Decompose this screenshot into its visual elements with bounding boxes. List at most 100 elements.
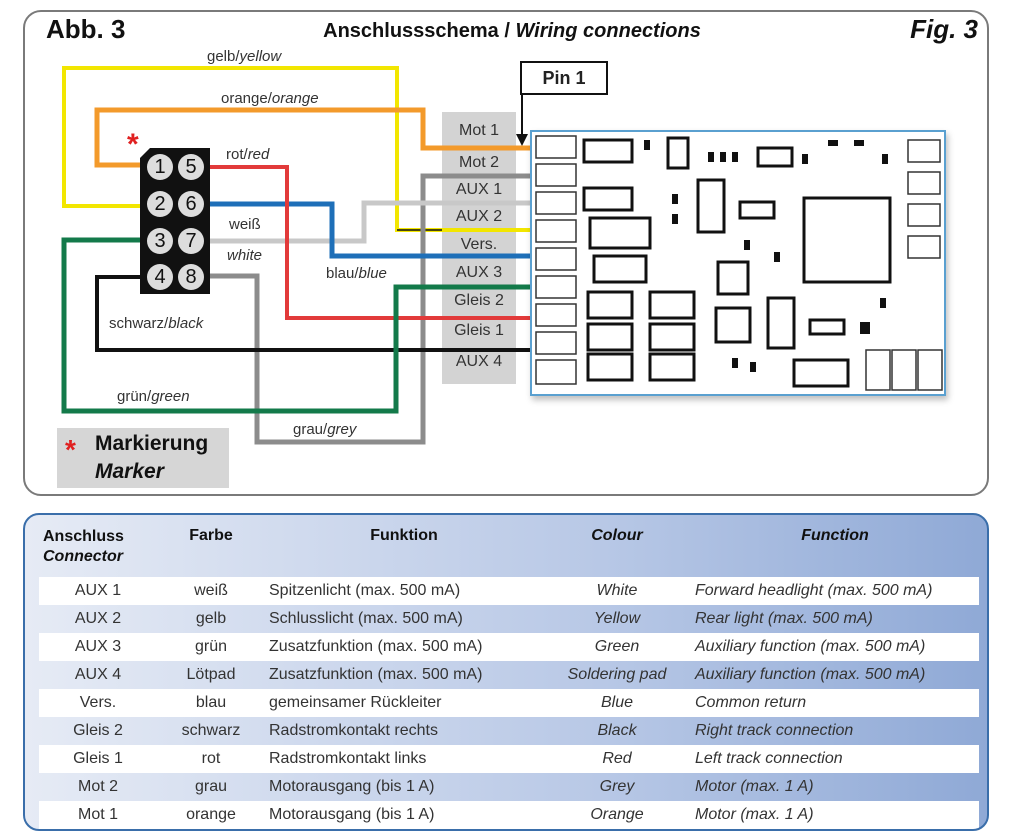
cell-function: Rear light (max. 500 mA) — [695, 610, 873, 627]
component-q1 — [666, 136, 690, 170]
header-funktion: Funktion — [370, 527, 438, 544]
cell-function: Right track connection — [695, 722, 854, 739]
component-mcu — [802, 196, 892, 284]
marker-asterisk-icon: * — [65, 434, 76, 465]
connector-pin: 5 — [178, 154, 204, 180]
figure-title: Anschlussschema / Wiring connections — [0, 20, 1024, 43]
pcb-layout — [535, 135, 943, 391]
pin-label: Gleis 1 — [454, 322, 504, 339]
pin1-callout: Pin 1 — [520, 61, 608, 95]
cell-farbe: schwarz — [181, 722, 241, 739]
cell-function: Common return — [691, 689, 979, 717]
component-q3 — [766, 296, 796, 350]
marker-legend: * Markierung Marker — [57, 428, 229, 488]
smd-part — [732, 152, 738, 162]
pad-st12 — [891, 349, 917, 391]
pin-label: AUX 3 — [455, 264, 503, 281]
pin-label: AUX 4 — [455, 353, 503, 370]
cell-colour: Red — [543, 745, 691, 773]
cell-function: Auxiliary function (max. 500 mA) — [691, 633, 979, 661]
label-blue: blau/blue — [326, 265, 387, 282]
label-orange: orange/orange — [221, 90, 319, 107]
label-grey: grau/grey — [293, 421, 357, 438]
cell-function: Motor (max. 1 A) — [695, 778, 814, 795]
component-q2 — [696, 178, 726, 234]
component-c3 — [588, 216, 652, 250]
title-de: Anschlussschema / — [323, 20, 516, 42]
component-c2 — [592, 254, 648, 284]
pin-label: Mot 2 — [458, 154, 499, 171]
header-function: Function — [801, 527, 869, 544]
pin-label: AUX 1 — [455, 181, 503, 198]
marker-label-en: Marker — [95, 460, 164, 483]
wire-black — [95, 275, 536, 352]
component-d6b — [586, 322, 634, 352]
smd-part — [880, 298, 886, 308]
marker-asterisk-icon: * — [127, 128, 139, 161]
pad-st9 — [535, 359, 577, 385]
connector-pin: 6 — [178, 191, 204, 217]
smd-part — [750, 362, 756, 372]
pad-st11 — [865, 349, 891, 391]
decoder-pcb — [530, 130, 946, 396]
pin-label: Mot 1 — [458, 122, 499, 139]
figure-number-en: Fig. 3 — [910, 14, 978, 44]
component-d5 — [648, 322, 696, 352]
component-l2 — [582, 186, 634, 212]
cell-farbe: Lötpad — [186, 666, 236, 683]
wiring-diagram — [61, 66, 536, 445]
wire-blue — [210, 201, 536, 259]
cell-funktion: Motorausgang (bis 1 A) — [269, 778, 435, 795]
cell-farbe: grau — [194, 778, 228, 795]
connector-pin: 2 — [147, 191, 173, 217]
label-black: schwarz/black — [109, 315, 204, 332]
wire-orange — [94, 107, 536, 168]
smd-part — [854, 140, 864, 146]
cell-connector: AUX 2 — [74, 610, 122, 627]
pad-st16 — [907, 139, 941, 163]
cell-function: Motor (max. 1 A) — [691, 801, 979, 829]
pad-st2 — [535, 163, 577, 187]
cell-colour: Blue — [543, 689, 691, 717]
connector-pin: 8 — [178, 264, 204, 290]
cell-colour: Orange — [543, 801, 691, 829]
marker-label-de: Markierung — [95, 432, 209, 455]
label-red: rot/red — [226, 146, 270, 163]
cell-connector: AUX 3 — [39, 633, 157, 661]
decoder-pin-labels: Mot 1 Mot 2 AUX 1 AUX 2 Vers. AUX 3 Glei… — [442, 112, 516, 384]
pad-st14 — [907, 203, 941, 227]
title-en: Wiring connections — [515, 20, 701, 42]
label-green: grün/green — [117, 388, 190, 405]
cell-funktion: Motorausgang (bis 1 A) — [265, 801, 543, 829]
component-ic5 — [738, 200, 776, 220]
cell-farbe: gelb — [195, 610, 227, 627]
cell-connector: Gleis 1 — [39, 745, 157, 773]
smd-part — [802, 154, 808, 164]
smd-part — [708, 152, 714, 162]
cell-connector: Mot 2 — [77, 778, 118, 795]
cell-farbe: weiß — [157, 577, 265, 605]
label-white-de: weiß — [229, 216, 261, 233]
cell-connector: Vers. — [39, 689, 157, 717]
smd-part — [882, 154, 888, 164]
decoder-plug-connector: 1 5 2 6 3 7 4 8 — [140, 148, 210, 294]
cell-funktion: Zusatzfunktion (max. 500 mA) — [269, 666, 483, 683]
cell-funktion: gemeinsamer Rückleiter — [265, 689, 543, 717]
connector-pin: 1 — [147, 154, 173, 180]
cell-function: Auxiliary function (max. 500 mA) — [695, 666, 926, 683]
wire-green — [61, 237, 536, 414]
cell-connector: AUX 1 — [39, 577, 157, 605]
cell-farbe: grün — [157, 633, 265, 661]
pin-label: AUX 2 — [455, 208, 503, 225]
smd-part — [860, 322, 870, 334]
component-d8 — [648, 352, 696, 382]
connector-pin: 3 — [147, 228, 173, 254]
